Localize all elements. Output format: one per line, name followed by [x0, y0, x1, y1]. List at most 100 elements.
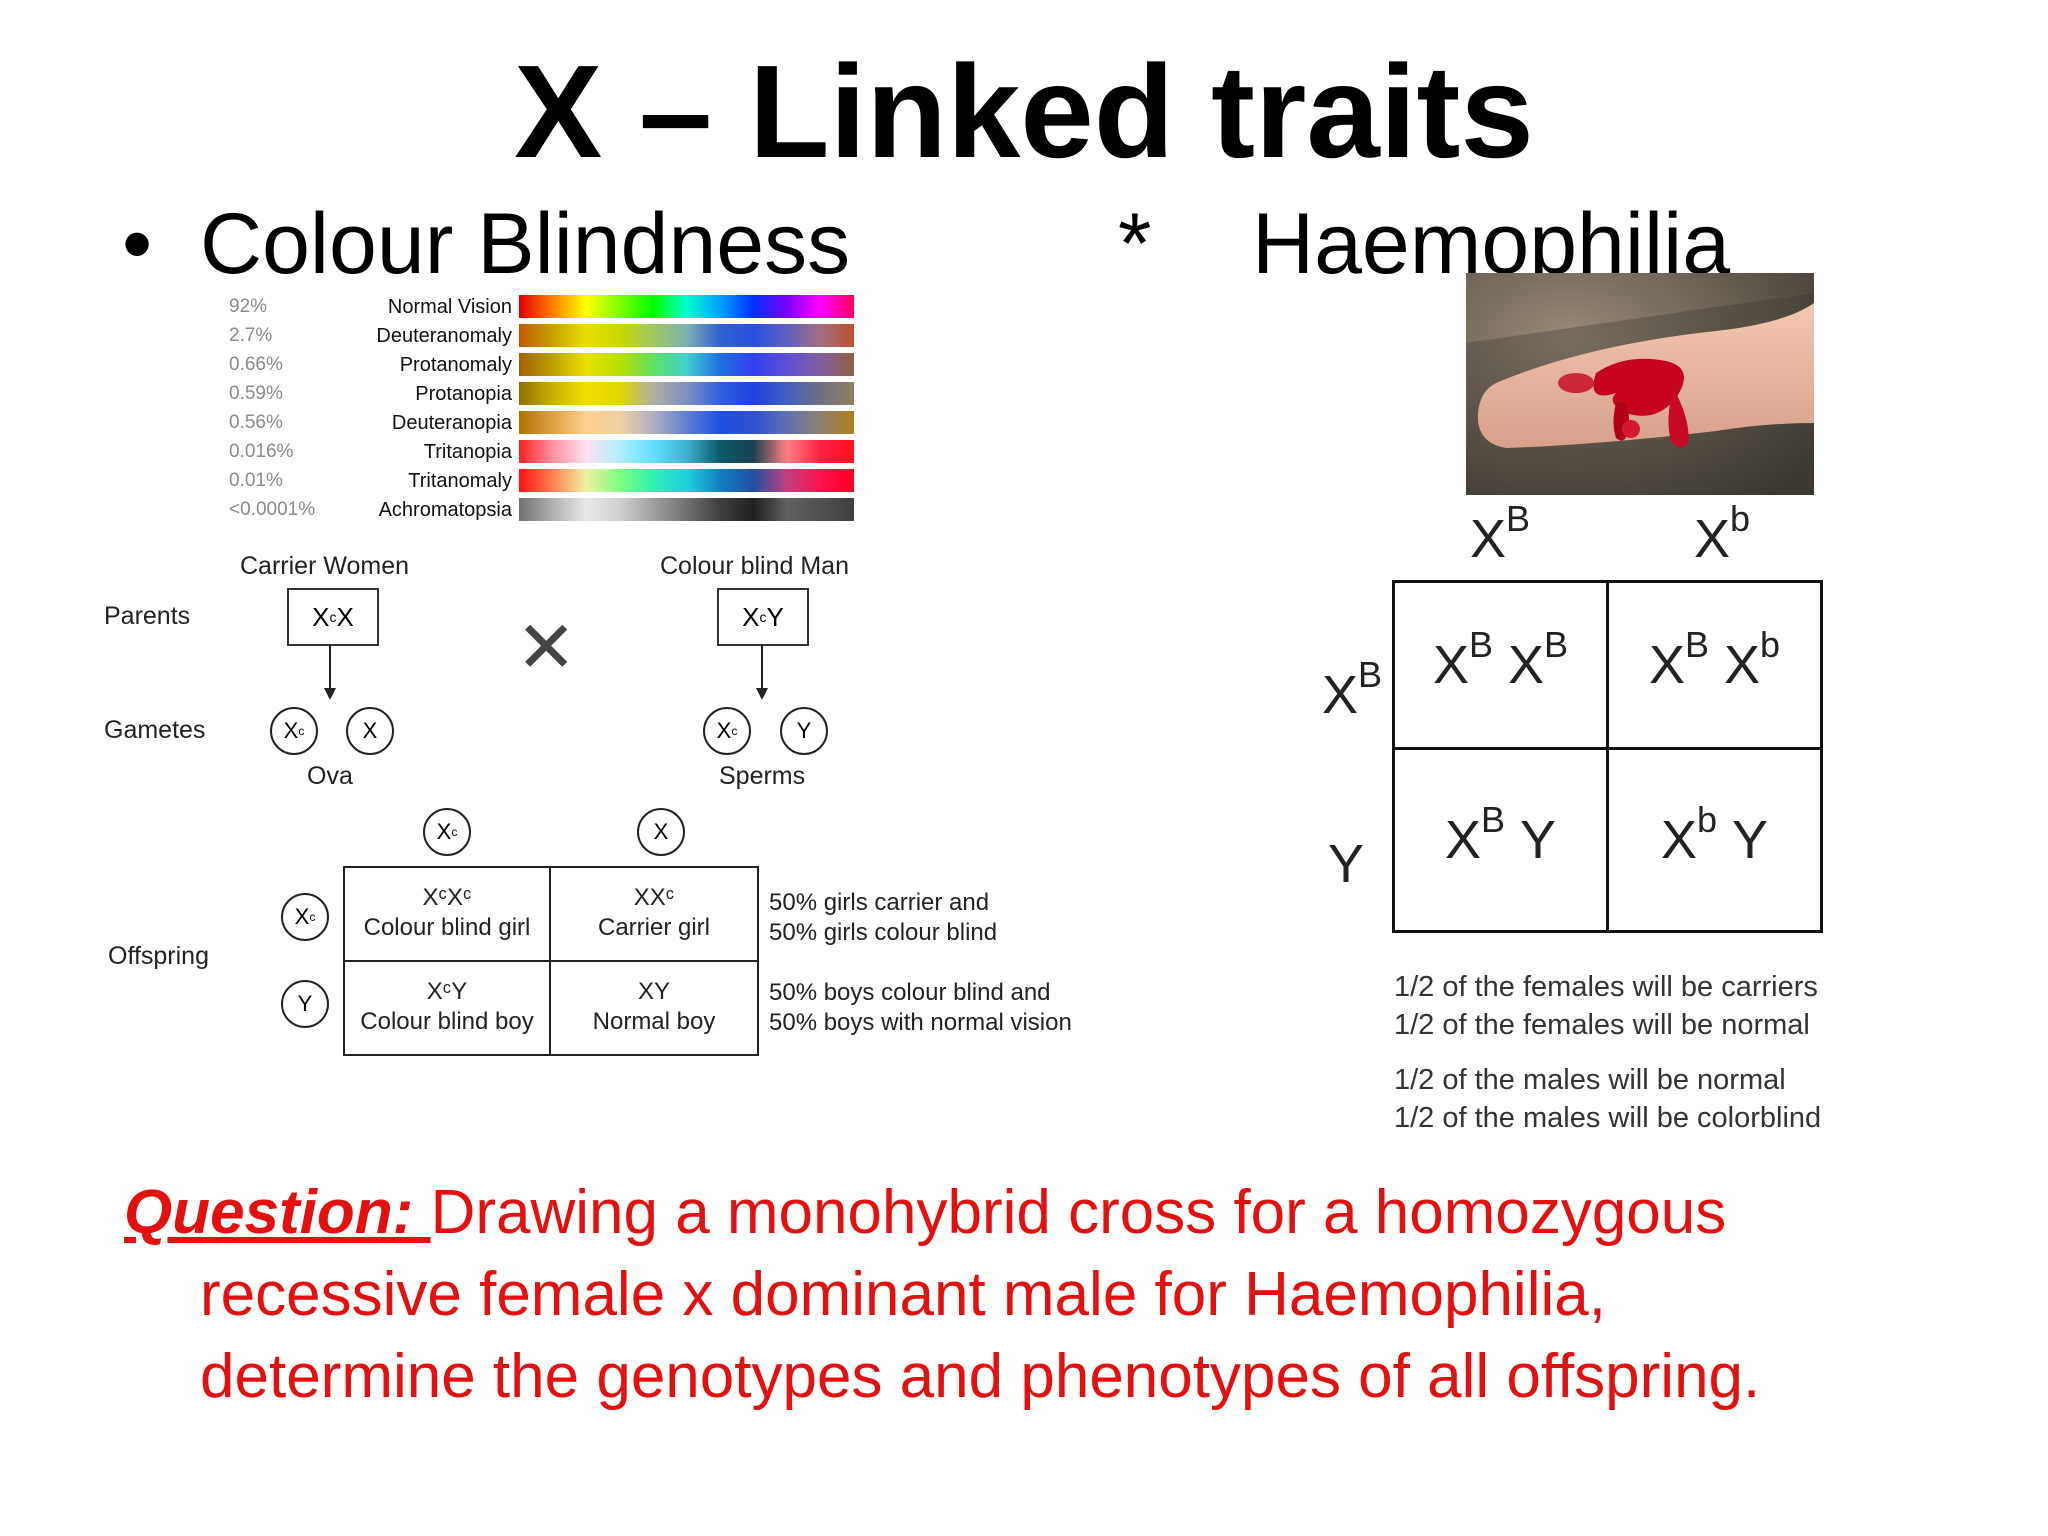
cb-spectrum-bar: [519, 382, 854, 405]
cb-spectrum-bar: [519, 440, 854, 463]
allele-sup: B: [1684, 624, 1709, 665]
punnett-cell-XBXb: XB Xb: [1606, 580, 1823, 750]
allele: X: [1508, 635, 1545, 695]
allele: Y: [1732, 810, 1769, 870]
ova-label: Ova: [307, 762, 353, 790]
cb-pct: 0.016%: [229, 441, 294, 462]
allele-sup: B: [1480, 799, 1505, 840]
cb-pct: 2.7%: [229, 325, 273, 346]
punnett-cell-XBY: XB Y: [1392, 747, 1609, 933]
haemo-notes-males: 1/2 of the males will be normal 1/2 of t…: [1394, 1061, 1821, 1137]
offspring-col-x-circle: X: [637, 808, 685, 856]
allele-sup: B: [1468, 624, 1493, 665]
note-line: 50% boys colour blind and: [769, 979, 1051, 1006]
cb-name: Deuteranopia: [391, 412, 512, 434]
cb-pct: <0.0001%: [229, 499, 316, 520]
father-genotype: X: [742, 601, 760, 632]
gamete-x-circle: X: [346, 707, 394, 755]
cb-spectrum-bar: [519, 469, 854, 492]
note-line: 1/2 of the females will be carriers: [1394, 971, 1818, 1003]
cell-phenotype: Colour blind boy: [360, 1008, 534, 1035]
allele-sup: b: [1730, 498, 1751, 539]
note-line: 1/2 of the females will be normal: [1394, 1009, 1810, 1041]
gamete-sup: c: [451, 825, 458, 839]
allele-sup: b: [1696, 799, 1717, 840]
gamete-y-circle: Y: [780, 707, 828, 755]
gamete-text: X: [362, 718, 378, 743]
allele: X: [1432, 635, 1469, 695]
subtitle-colour-blindness: Colour Blindness: [200, 196, 851, 292]
note-line: 50% girls carrier and: [769, 889, 990, 916]
gamete-text: X: [436, 819, 452, 844]
cb-name: Tritanopia: [423, 441, 512, 463]
cell-genotype: XᶜY: [426, 978, 468, 1005]
bleeding-finger-image: [1466, 273, 1814, 495]
punnett-cell-XbY: Xb Y: [1606, 747, 1823, 933]
gamete-sup: c: [309, 910, 316, 924]
cb-spectrum-bar: [519, 498, 854, 521]
cb-name: Normal Vision: [387, 296, 512, 318]
allele: Y: [1520, 810, 1557, 870]
haemo-notes-females: 1/2 of the females will be carriers 1/2 …: [1394, 968, 1818, 1044]
cb-spectrum-bar: [519, 295, 854, 318]
mother-sup: c: [329, 609, 337, 625]
cell-genotype: XY: [637, 978, 670, 1005]
father-sup: c: [759, 609, 767, 625]
cb-name: Tritanomaly: [408, 470, 512, 492]
cell-phenotype: Carrier girl: [597, 914, 710, 941]
question-line-3: determine the genotypes and phenotypes o…: [200, 1342, 1761, 1411]
cross-symbol-icon: ✕: [516, 608, 577, 688]
cb-pct: 0.01%: [229, 470, 283, 491]
carrier-women-label: Carrier Women: [240, 552, 410, 580]
cb-spectrum-bar: [519, 324, 854, 347]
gametes-label: Gametes: [104, 716, 206, 744]
row-header-XB: XB: [1322, 654, 1382, 726]
father-genotype-2: Y: [766, 601, 784, 632]
gamete-text: X: [294, 904, 310, 929]
allele: X: [1724, 635, 1761, 695]
cb-pct: 0.56%: [229, 412, 283, 433]
allele: X: [1660, 810, 1697, 870]
subtitle-star: *: [1118, 196, 1152, 292]
cell-phenotype: Normal boy: [592, 1008, 716, 1035]
gamete-text: X: [716, 718, 732, 743]
allele: X: [1444, 810, 1481, 870]
question-text: Question: Drawing a monohybrid cross for…: [124, 1172, 1984, 1418]
punnett-cell: XᶜXᶜ Colour blind girl: [343, 866, 551, 962]
cb-pct: 0.66%: [229, 354, 283, 375]
arrow-down-icon: [324, 644, 336, 700]
slide-title: X – Linked traits: [514, 38, 1534, 185]
allele: X: [1648, 635, 1685, 695]
col-header-XB: XB: [1470, 498, 1530, 570]
colour-blind-man-label: Colour blind Man: [660, 552, 849, 580]
allele-sup: B: [1358, 654, 1383, 695]
cb-spectrum-bar: [519, 353, 854, 376]
cb-pct: 92%: [229, 296, 268, 317]
note-line: 50% girls colour blind: [769, 919, 998, 946]
allele-sup: b: [1760, 624, 1781, 665]
question-line-1: Drawing a monohybrid cross for a homozyg…: [430, 1178, 1727, 1247]
offspring-row-y-circle: Y: [281, 980, 329, 1028]
allele: X: [1470, 509, 1507, 569]
allele: X: [1694, 509, 1731, 569]
arrow-down-icon: [756, 644, 768, 700]
cb-name: Protanomaly: [399, 354, 512, 376]
bullet: •: [122, 196, 153, 292]
note-boys: 50% boys colour blind and 50% boys with …: [769, 978, 1072, 1038]
punnett-cell: XY Normal boy: [549, 960, 759, 1056]
note-line: 1/2 of the males will be normal: [1394, 1064, 1786, 1096]
question-label: Question:: [124, 1178, 431, 1247]
gamete-sup: c: [298, 724, 305, 738]
note-line: 1/2 of the males will be colorblind: [1394, 1102, 1822, 1134]
gamete-text: Y: [297, 991, 313, 1016]
allele: X: [1322, 665, 1359, 725]
gamete-text: X: [653, 819, 669, 844]
offspring-label: Offspring: [108, 942, 209, 970]
cell-genotype: XᶜXᶜ: [422, 884, 472, 911]
